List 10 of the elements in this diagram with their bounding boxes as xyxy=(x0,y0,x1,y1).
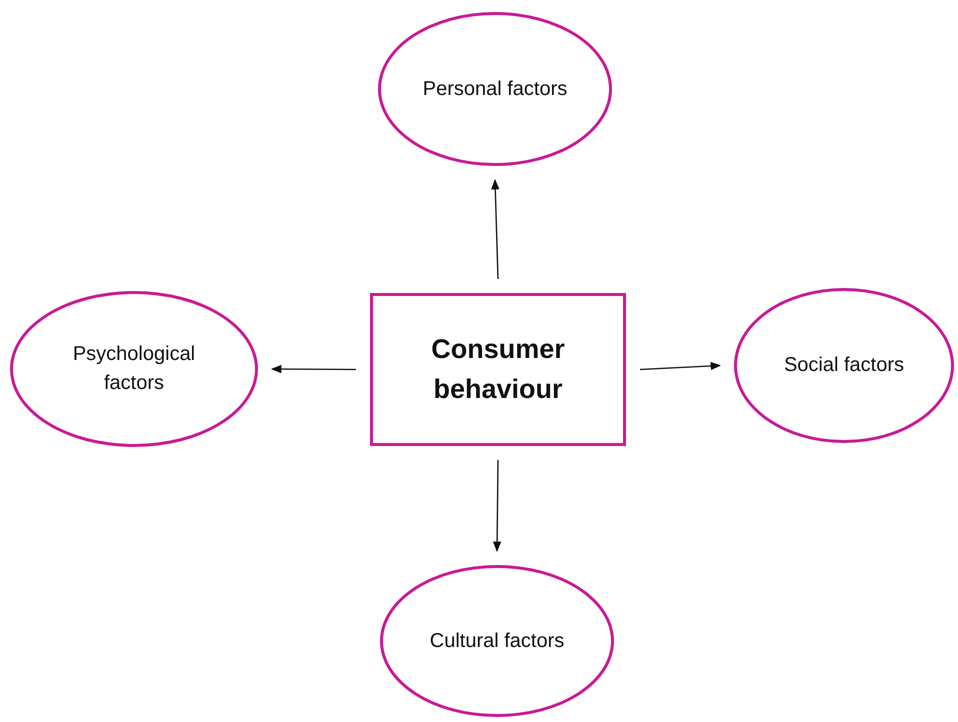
arrow xyxy=(492,460,502,552)
node-label: Personal factors xyxy=(422,76,568,102)
arrow xyxy=(491,178,500,280)
node-label: Social factors xyxy=(784,353,904,378)
arrow xyxy=(640,362,722,370)
node-label: Psychological factors xyxy=(72,342,196,396)
arrow xyxy=(270,364,356,374)
node-label: Cultural factors xyxy=(430,628,564,654)
node-label: Consumer behaviour xyxy=(430,333,566,406)
center-box xyxy=(370,293,626,446)
